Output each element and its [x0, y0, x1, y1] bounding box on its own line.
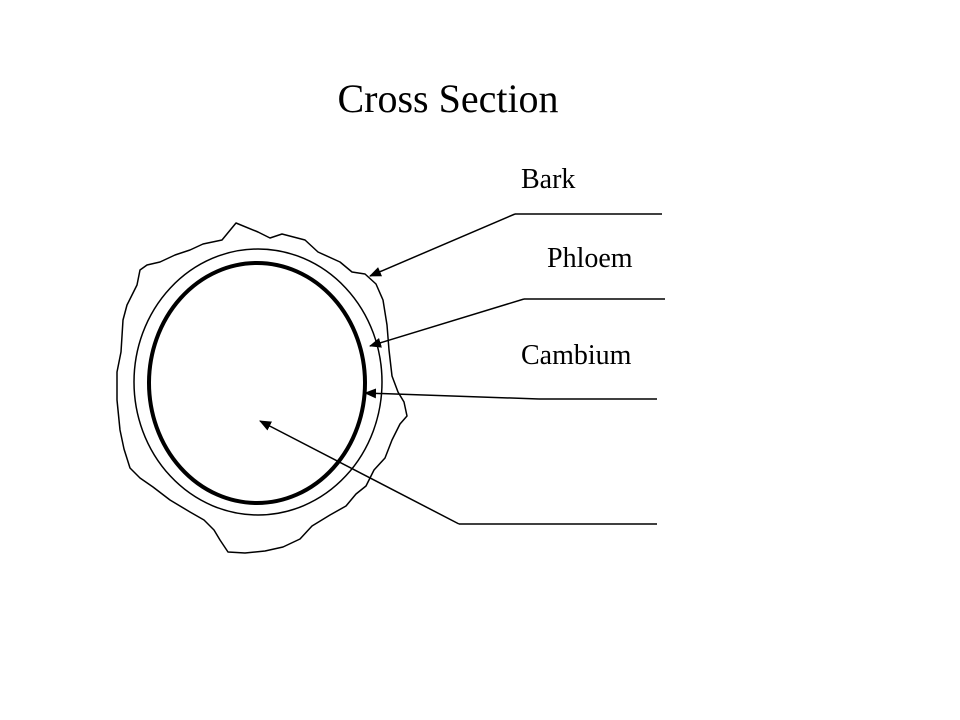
cambium-ring: [147, 261, 367, 505]
diagram-title: Cross Section: [337, 76, 558, 121]
bark-label: Bark: [521, 164, 575, 195]
phloem-label: Phloem: [547, 243, 633, 274]
center-arrow: [259, 420, 460, 525]
bark-outline: [116, 222, 408, 554]
cambium-label: Cambium: [521, 340, 632, 371]
phloem-ring: [133, 248, 383, 516]
cambium-arrow: [364, 388, 540, 400]
bark-arrow: [369, 213, 516, 277]
phloem-arrow: [369, 298, 525, 348]
